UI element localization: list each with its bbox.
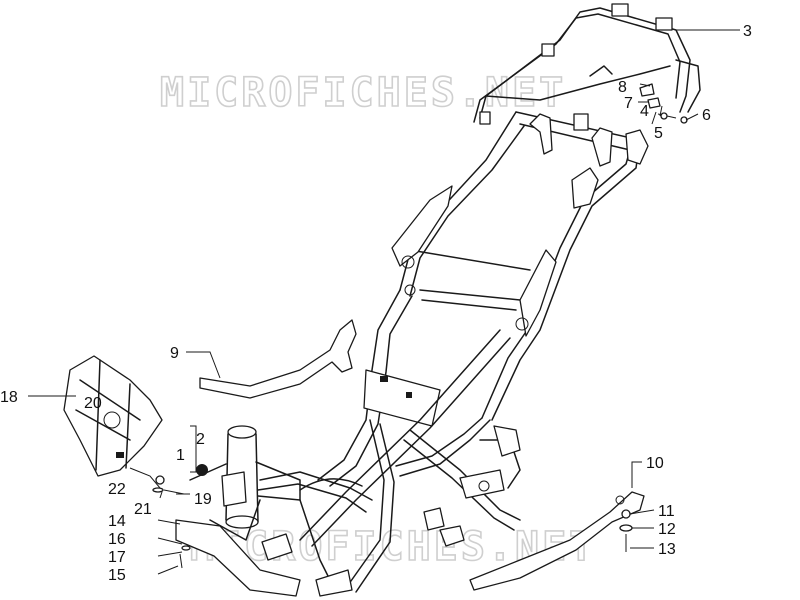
callout-2: 2 (196, 431, 205, 448)
steering-head-tube (189, 425, 301, 541)
callout-21: 21 (134, 501, 152, 518)
callout-numbers: 3 8 7 4 5 6 9 10 11 12 13 14 16 17 15 18… (0, 23, 752, 584)
part-18-front-bracket (63, 355, 163, 477)
leader-lines (28, 29, 740, 575)
callout-5: 5 (654, 125, 663, 142)
callout-19: 19 (194, 491, 212, 508)
part-14-lower-plate (175, 519, 301, 597)
callout-4: 4 (640, 103, 649, 120)
callout-14: 14 (108, 513, 126, 530)
callout-8: 8 (618, 79, 627, 96)
rear-upper-frame (473, 3, 701, 125)
callout-15: 15 (108, 567, 126, 584)
watermark-top: MICROFICHES.NET (160, 70, 566, 116)
callout-6: 6 (702, 107, 711, 124)
callout-10: 10 (646, 455, 664, 472)
callout-16: 16 (108, 531, 126, 548)
main-frame (257, 111, 649, 597)
callout-20: 20 (84, 395, 102, 412)
callout-18: 18 (0, 389, 18, 406)
callout-3: 3 (743, 23, 752, 40)
callout-13: 13 (658, 541, 676, 558)
callout-17: 17 (108, 549, 126, 566)
part-10-footrest-support (469, 491, 645, 591)
callout-12: 12 (658, 521, 676, 538)
callout-9: 9 (170, 345, 179, 362)
callout-1: 1 (176, 447, 185, 464)
callout-22: 22 (108, 481, 126, 498)
callout-7: 7 (624, 95, 633, 112)
part-9-footrest-support (199, 319, 357, 399)
callout-11: 11 (658, 503, 675, 520)
hardware-bolts (152, 83, 688, 569)
